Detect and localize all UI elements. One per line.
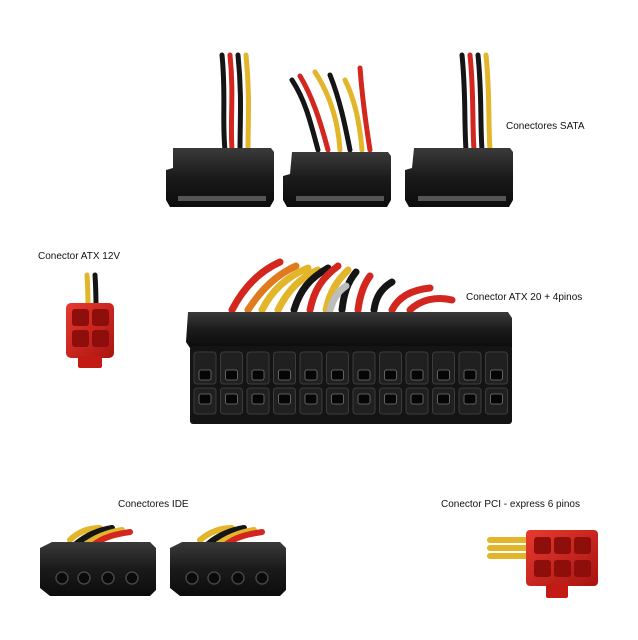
sata-2-slot [296, 196, 384, 201]
sata-connector-2 [283, 152, 391, 207]
sata-1-wires [219, 52, 251, 153]
atx-24-pin-hole [225, 369, 238, 381]
atx-24-pin-hole [410, 369, 424, 381]
atx-24-pin-hole [437, 369, 450, 381]
atx-24-connector [186, 258, 512, 424]
sata-3-wires [459, 52, 493, 153]
atx-24-pin-hole [384, 369, 397, 381]
sata-2-wires [289, 65, 373, 153]
pcie-wires [487, 537, 535, 559]
atx-24-pin-hole [357, 393, 371, 405]
label-pcie: Conector PCI - express 6 pinos [441, 499, 580, 510]
sata-connector-1 [166, 148, 274, 207]
atx-24-pin-hole [304, 369, 318, 381]
sata-connector-3 [405, 148, 513, 207]
ide-connectors [40, 525, 286, 596]
atx-24-pin-hole [251, 369, 265, 381]
atx-24-pin-hole [357, 369, 371, 381]
label-atx-12v: Conector ATX 12V [38, 251, 121, 262]
pcie-6pin-connector [487, 530, 598, 598]
atx-24-pin-hole [331, 393, 344, 405]
atx-24-pins [193, 351, 508, 415]
sata-1-slot [178, 196, 266, 201]
atx-24-pin-hole [304, 393, 318, 405]
atx-24-pin-hole [278, 393, 291, 405]
atx-24-pin-hole [490, 369, 503, 381]
atx-24-pin-hole [331, 369, 344, 381]
atx-24-pin-hole [278, 369, 291, 381]
atx-24-pin-hole [198, 393, 212, 405]
sata-connectors [166, 52, 513, 207]
atx-24-wires [228, 258, 456, 314]
atx-24-pin-hole [490, 393, 503, 405]
atx-24-pin-hole [437, 393, 450, 405]
atx-24-pin-hole [198, 369, 212, 381]
sata-3-slot [418, 196, 506, 201]
atx-24-pin-hole [225, 393, 238, 405]
label-sata: Conectores SATA [506, 121, 585, 132]
label-atx-24: Conector ATX 20 + 4pinos [466, 292, 583, 303]
atx-24-pin-hole [463, 369, 477, 381]
atx-24-pin-hole [463, 393, 477, 405]
atx-24-pin-hole [410, 393, 424, 405]
label-ide: Conectores IDE [118, 499, 189, 510]
atx-24-pin-hole [384, 393, 397, 405]
atx-12v-connector [66, 272, 114, 368]
atx-24-pin-hole [251, 393, 265, 405]
